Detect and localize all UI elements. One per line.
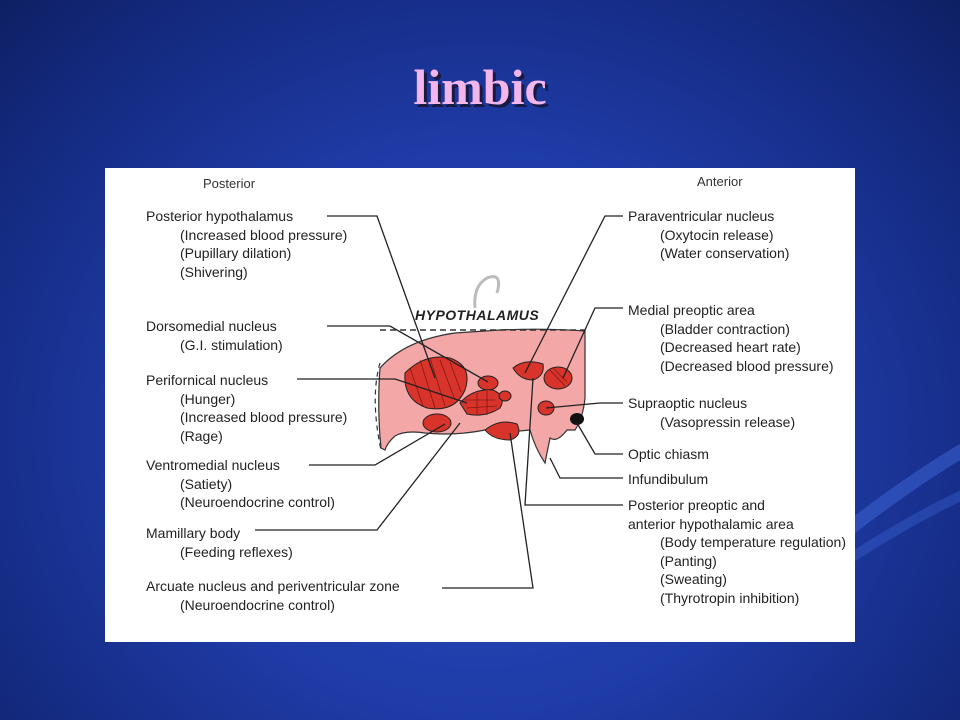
label-detail: (Pupillary dilation): [180, 245, 292, 261]
label-posterior-preoptic-area: Posterior preoptic and anterior hypothal…: [628, 496, 846, 607]
ventromedial-nucleus: [422, 413, 452, 433]
label-detail: (Panting): [660, 552, 717, 569]
label-name: Dorsomedial nucleus: [146, 318, 277, 334]
label-detail: (Bladder contraction): [660, 320, 790, 337]
posterior-hypothalamus-nucleus: [404, 356, 468, 410]
right-leader-lines: [524, 215, 623, 506]
optic-chiasm-blob: [570, 413, 584, 425]
label-name: Posterior hypothalamus: [146, 208, 294, 224]
fornix-sketch: [473, 275, 501, 309]
label-detail: (G.I. stimulation): [180, 336, 283, 353]
label-name: Arcuate nucleus and periventricular zone: [146, 578, 400, 594]
label-detail: (Decreased blood pressure): [660, 357, 834, 374]
label-detail: (Body temperature regulation): [660, 534, 846, 550]
label-name: Perifornical nucleus: [146, 372, 269, 388]
label-name: Supraoptic nucleus: [628, 395, 748, 411]
label-detail: (Increased blood pressure): [180, 409, 348, 425]
label-detail: (Shivering): [180, 263, 248, 280]
label-detail: (Thyrotropin inhibition): [660, 589, 800, 606]
label-mamillary-body: Mamillary body (Feeding reflexes): [146, 524, 293, 561]
label-detail: (Vasopressin release): [660, 413, 796, 430]
label-name: Posterior preoptic and: [628, 497, 765, 513]
label-detail: (Feeding reflexes): [180, 543, 293, 560]
label-arcuate-nucleus: Arcuate nucleus and periventricular zone…: [146, 577, 400, 614]
label-medial-preoptic-area: Medial preoptic area (Bladder contractio…: [628, 301, 834, 375]
label-name: Infundibulum: [628, 471, 709, 487]
diagram-drawing: [255, 215, 623, 589]
label-detail: (Water conservation): [660, 245, 790, 261]
label-detail: (Hunger): [180, 390, 236, 407]
label-name-line2: anterior hypothalamic area: [628, 515, 794, 532]
label-perifornical-nucleus: Perifornical nucleus (Hunger) (Increased…: [146, 371, 347, 445]
label-infundibulum: Infundibulum: [628, 470, 708, 489]
anterior-header: Anterior: [697, 174, 743, 189]
label-dorsomedial-nucleus: Dorsomedial nucleus (G.I. stimulation): [146, 317, 283, 354]
label-name: Mamillary body: [146, 525, 241, 541]
label-supraoptic-nucleus: Supraoptic nucleus (Vasopressin release): [628, 394, 795, 431]
label-detail: (Satiety): [180, 475, 233, 492]
label-ventromedial-nucleus: Ventromedial nucleus (Satiety) (Neuroend…: [146, 456, 335, 512]
hypothalamus-diagram: Posterior Anterior HYPOTHALAMUS Posterio…: [105, 168, 855, 642]
posterior-header: Posterior: [203, 176, 256, 191]
label-detail: (Neuroendocrine control): [180, 494, 335, 510]
label-paraventricular-nucleus: Paraventricular nucleus (Oxytocin releas…: [628, 207, 789, 263]
label-detail: (Neuroendocrine control): [180, 596, 335, 613]
hypothalamus-label: HYPOTHALAMUS: [415, 307, 540, 323]
slide-title: limbic: [413, 59, 547, 115]
label-detail: (Oxytocin release): [660, 226, 774, 243]
label-detail: (Rage): [180, 427, 223, 444]
left-leader-lines: [255, 215, 534, 589]
label-detail: (Sweating): [660, 571, 727, 587]
small-nucleus: [498, 390, 512, 402]
label-posterior-hypothalamus: Posterior hypothalamus (Increased blood …: [146, 207, 347, 281]
label-name: Ventromedial nucleus: [146, 457, 280, 473]
label-name: Optic chiasm: [628, 446, 709, 462]
label-name: Paraventricular nucleus: [628, 208, 775, 224]
label-name: Medial preoptic area: [628, 302, 755, 318]
paraventricular-nucleus: [512, 361, 544, 381]
label-detail: (Decreased heart rate): [660, 339, 801, 355]
label-detail: (Increased blood pressure): [180, 226, 348, 243]
label-optic-chiasm: Optic chiasm: [628, 445, 709, 464]
